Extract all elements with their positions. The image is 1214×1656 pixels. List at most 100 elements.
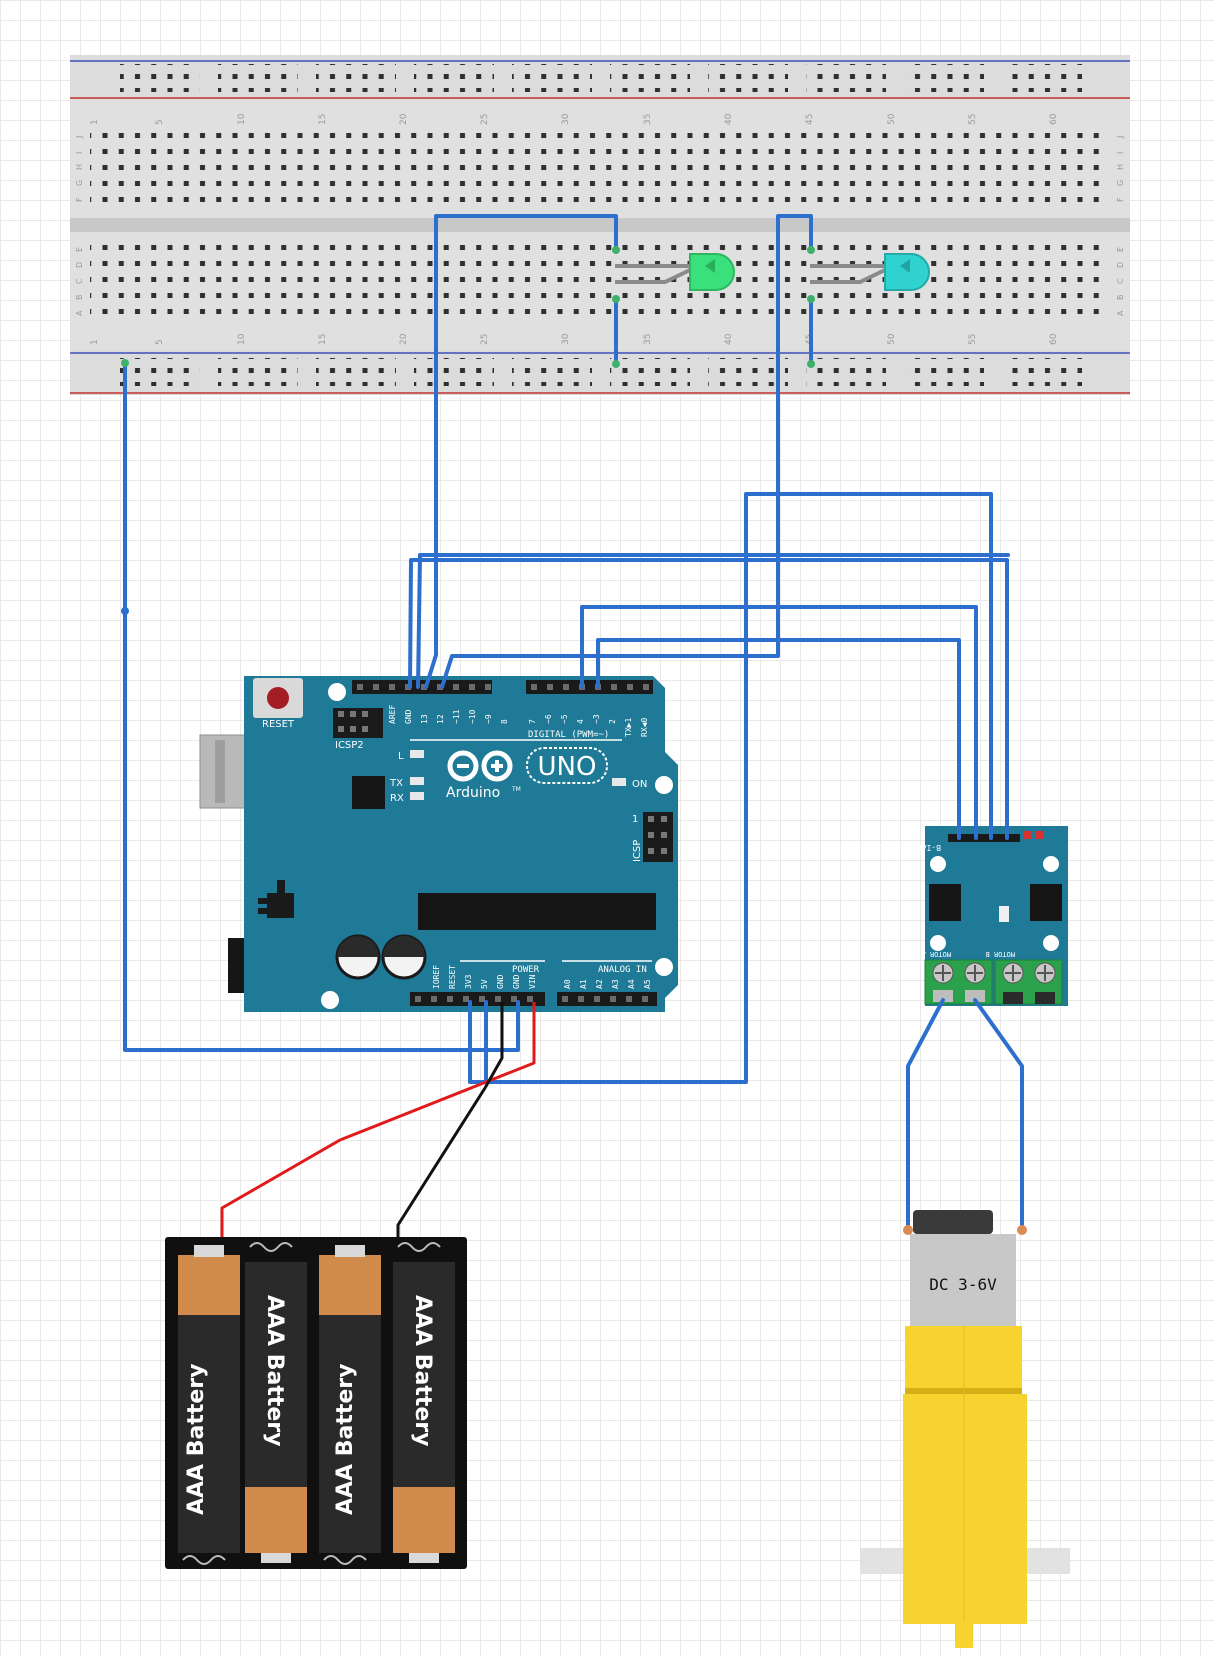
pin-label-12: 12 — [436, 714, 445, 724]
col-num: 55 — [968, 114, 978, 125]
battery-label: AAA Battery — [410, 1295, 435, 1447]
row-letter: G — [1116, 180, 1125, 186]
arduino-tm: TM — [511, 786, 521, 793]
led-cyan[interactable] — [810, 253, 930, 291]
icsp2-label: ICSP2 — [335, 740, 364, 751]
col-num: 5 — [155, 119, 165, 125]
analog-header — [557, 992, 657, 1006]
connection-node — [612, 246, 620, 254]
led-green[interactable] — [615, 253, 735, 291]
pin-label-a0: A0 — [563, 979, 572, 989]
col-num: 20 — [399, 113, 409, 125]
rx-label: RX — [390, 793, 404, 804]
col-num: 30 — [561, 113, 571, 125]
col-num: 50 — [887, 113, 897, 125]
col-num: 1 — [90, 339, 100, 345]
pin-label-ioref: IOREF — [432, 965, 441, 989]
wire-battery-negative[interactable] — [396, 1002, 504, 1237]
pin-label-4: 4 — [576, 719, 585, 724]
driver-chip — [929, 884, 961, 921]
battery-spring — [249, 1242, 293, 1252]
battery-cell — [178, 1245, 240, 1553]
battery-spring — [182, 1555, 226, 1565]
pin-label-6: ~6 — [544, 714, 553, 724]
battery-cell — [319, 1245, 381, 1553]
wire-gnd-rail[interactable] — [123, 361, 520, 1052]
icsp-label: ICSP — [632, 840, 643, 862]
col-num: 1 — [90, 119, 100, 125]
analog-header-label: ANALOG IN — [598, 965, 647, 975]
pin-label-vin: VIN — [528, 974, 537, 989]
col-num: 55 — [968, 334, 978, 345]
col-num: 50 — [887, 333, 897, 345]
voltage-regulator — [267, 893, 294, 918]
icsp-pin1-label: 1 — [632, 814, 638, 825]
connection-node — [612, 295, 620, 303]
row-letter: J — [1116, 136, 1125, 139]
row-letter: B — [75, 295, 84, 301]
reset-label: RESET — [262, 719, 295, 730]
atmega-chip — [418, 893, 656, 930]
row-letter: F — [75, 197, 84, 202]
pin-label-a4: A4 — [627, 979, 636, 989]
row-letter: A — [1116, 310, 1125, 316]
col-num: 35 — [643, 114, 653, 125]
pin-label-a2: A2 — [595, 979, 604, 989]
pin-label-10: ~10 — [468, 709, 477, 724]
row-letter: D — [1116, 262, 1125, 268]
row-letter: E — [1116, 247, 1125, 252]
motor-b-terminal[interactable] — [994, 959, 1063, 1005]
motor-a-label: MOTOR A — [921, 950, 951, 958]
pin-label-rx0: RX◀0 — [640, 718, 649, 737]
arduino-logo — [447, 750, 513, 782]
breadboard: 1 5 10 15 20 25 30 35 40 45 50 55 60 1 5… — [70, 55, 1130, 395]
connection-node — [807, 246, 815, 254]
l-label: L — [398, 751, 404, 762]
wire-5v-driver[interactable] — [468, 492, 993, 1084]
battery-wires — [220, 1002, 536, 1237]
icsp2-header — [333, 708, 383, 738]
row-letter: C — [1116, 278, 1125, 284]
motor-driver-module[interactable]: B-IAB-IBGNDVCCA-IAA-IB MOTOR A MOTOR B — [835, 826, 1068, 1006]
battery-cell — [393, 1262, 455, 1563]
arduino-uno-board[interactable]: RESET ICSP2 AREF GND 13 12 ~11 ~10 — [199, 676, 678, 1012]
col-num: 40 — [724, 333, 734, 345]
wire-bend — [1017, 1225, 1027, 1235]
reset-button[interactable] — [253, 678, 303, 718]
pin-label-5: ~5 — [560, 714, 569, 724]
motor-voltage-label: DC 3-6V — [929, 1275, 997, 1294]
motor-a-terminal[interactable] — [924, 959, 993, 1005]
connection-node — [807, 360, 815, 368]
wire-bend — [121, 607, 129, 615]
wire-motor-a1[interactable] — [906, 998, 945, 1232]
pin-label-a3: A3 — [611, 979, 620, 989]
wire-pin12-led-cyan[interactable] — [440, 214, 813, 689]
capacitor — [381, 934, 427, 980]
pin-label-2: 2 — [608, 719, 617, 724]
motor-b-label: MOTOR B — [985, 950, 1015, 958]
wire-motor-a2[interactable] — [973, 998, 1024, 1232]
col-num: 25 — [480, 334, 490, 345]
battery-label: AAA Battery — [262, 1295, 287, 1447]
row-letter: C — [75, 278, 84, 284]
pin-label-aref: AREF — [388, 705, 397, 724]
aaa-battery-pack[interactable]: AAA Battery AAA Battery AAA Battery AAA … — [165, 1237, 467, 1569]
pin-label-13: 13 — [420, 714, 429, 724]
center-channel — [70, 218, 1130, 232]
wire-pin5-driver[interactable] — [580, 605, 978, 840]
wire-gnd-driver[interactable] — [408, 558, 1009, 840]
row-letter: G — [75, 180, 84, 186]
col-num: 40 — [724, 113, 734, 125]
wire-pin4-driver[interactable] — [596, 638, 961, 840]
pin-label-a5: A5 — [643, 979, 652, 989]
dc-gear-motor[interactable]: DC 3-6V — [860, 1210, 1070, 1648]
top-rail-holes — [120, 64, 1082, 92]
pin-label-reset: RESET — [448, 965, 457, 989]
wire-battery-positive[interactable] — [220, 1002, 536, 1237]
digital-header — [352, 680, 653, 694]
wire-pin13-led-green[interactable] — [424, 214, 618, 689]
uno-model-label: UNO — [538, 752, 597, 782]
wire-gnd-driver-2[interactable] — [416, 553, 1010, 689]
pin-label-8: 8 — [500, 719, 509, 724]
uno-badge — [526, 747, 608, 784]
